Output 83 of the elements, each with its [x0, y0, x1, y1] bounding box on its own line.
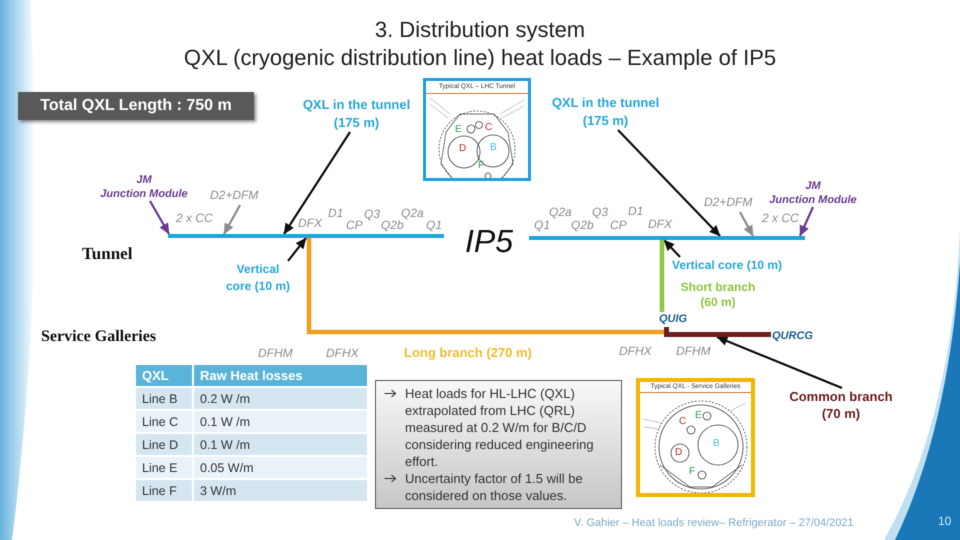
note-text: Uncertainty factor of 1.5 will be considered on those values.: [405, 470, 584, 504]
callout-text: QXL in the tunnel (175 m): [543, 94, 668, 130]
site-label: IP5: [465, 223, 514, 259]
component-label: D2+DFM: [210, 188, 258, 205]
table-cell: Line B: [136, 388, 192, 409]
note-text: Heat loads for HL-LHC (QXL) extrapolated from LHC (QRL) measured at 0.2 W/m for B/C/D considering reduced engineering effort.: [405, 385, 595, 470]
table-cell: 3 W/m: [194, 480, 367, 501]
line-letter: B: [490, 142, 497, 154]
leader-arrow: [799, 206, 814, 236]
component-label: Q2a: [549, 205, 572, 219]
component-label: 2 x CC: [176, 211, 213, 225]
common-branch-pipe: [664, 327, 771, 337]
junction-label: QUIG: [659, 312, 688, 326]
table-cell: Line E: [136, 457, 192, 478]
line-letter: B: [713, 438, 720, 450]
page-number: 10: [938, 514, 952, 528]
component-label: DFHX: [326, 346, 359, 360]
component-label: D1: [328, 206, 344, 220]
table-header-cell: QXL: [136, 365, 192, 386]
slide-subtitle: QXL (cryogenic distribution line) heat loads – Example of IP5: [182, 45, 778, 71]
line-letter: F: [478, 160, 484, 172]
leader-arrow: [149, 200, 170, 235]
line-letter: C: [485, 122, 492, 134]
component-label: Q2b: [381, 218, 404, 232]
branch-label: Long branch (270 m): [404, 345, 532, 361]
callout-text: Junction Module: [99, 187, 189, 201]
note-panel: [375, 380, 622, 509]
table-header-cell: Raw Heat losses: [194, 365, 367, 386]
abbreviation-text: JM: [804, 179, 822, 193]
table-cell: 0.05 W/m: [194, 457, 367, 478]
table-cell: 0.1 W /m: [194, 411, 367, 432]
section-label: Service Galleries: [41, 327, 156, 347]
table-cell: 0.2 W /m: [194, 388, 367, 409]
callout-text: Junction Module: [768, 193, 858, 207]
leader-arrow: [223, 204, 241, 235]
component-label: CP: [610, 218, 627, 232]
component-label: 2 x CC: [762, 211, 799, 225]
inset-frame: [636, 378, 755, 497]
component-label: DFHX: [619, 344, 652, 358]
component-label: D1: [628, 204, 644, 218]
callout-text: QXL in the tunnel (175 m): [294, 96, 419, 132]
tunnel-pipe: [168, 234, 444, 238]
line-letter: F: [689, 466, 696, 478]
component-label: DFX: [648, 217, 672, 231]
pipe-line: [660, 240, 664, 312]
line-letter: E: [455, 124, 462, 136]
section-label: Tunnel: [82, 244, 132, 264]
leader-arrow: [283, 131, 351, 235]
component-label: Q2a: [401, 206, 424, 220]
component-label: Q3: [592, 205, 608, 219]
callout-text: Common branch (70 m): [783, 388, 899, 422]
component-label: Q2b: [571, 218, 594, 232]
length-banner: Total QXL Length : 750 m: [18, 92, 254, 120]
table-cell: 0.1 W /m: [194, 434, 367, 455]
component-label: Q3: [364, 207, 380, 221]
leader-arrow: [287, 237, 307, 262]
component-label: D2+DFM: [704, 195, 752, 212]
table-cell: Line F: [136, 480, 192, 501]
leader-arrow: [617, 129, 721, 237]
component-label: DFX: [298, 216, 322, 230]
component-label: Q1: [426, 218, 442, 232]
line-letter: E: [695, 410, 702, 422]
abbreviation-text: JM: [135, 173, 153, 187]
line-letter: D: [675, 447, 682, 459]
slide-title: 3. Distribution system: [374, 17, 586, 43]
leader-arrow: [739, 211, 754, 237]
callout-text: Vertical core (10 m): [672, 257, 782, 274]
table-cell: Line D: [136, 434, 192, 455]
leader-arrow: [663, 239, 681, 258]
leader-arrow: [716, 336, 842, 390]
footer-text: V. Gahier – Heat loads review– Refrigerator – 27/04/2021: [574, 516, 854, 530]
component-label: DFHM: [676, 344, 711, 358]
component-label: Q1: [534, 218, 550, 232]
line-letter: C: [679, 416, 686, 428]
callout-text: Vertical core (10 m): [223, 261, 293, 295]
line-letter: D: [459, 143, 466, 155]
pipe-line: [306, 238, 664, 334]
component-label: CP: [346, 218, 363, 232]
inset-frame: [423, 78, 531, 181]
tunnel-pipe: [529, 236, 805, 240]
component-label: DFHM: [258, 346, 293, 360]
table-cell: Line C: [136, 411, 192, 432]
junction-label: QURCG: [772, 329, 813, 343]
